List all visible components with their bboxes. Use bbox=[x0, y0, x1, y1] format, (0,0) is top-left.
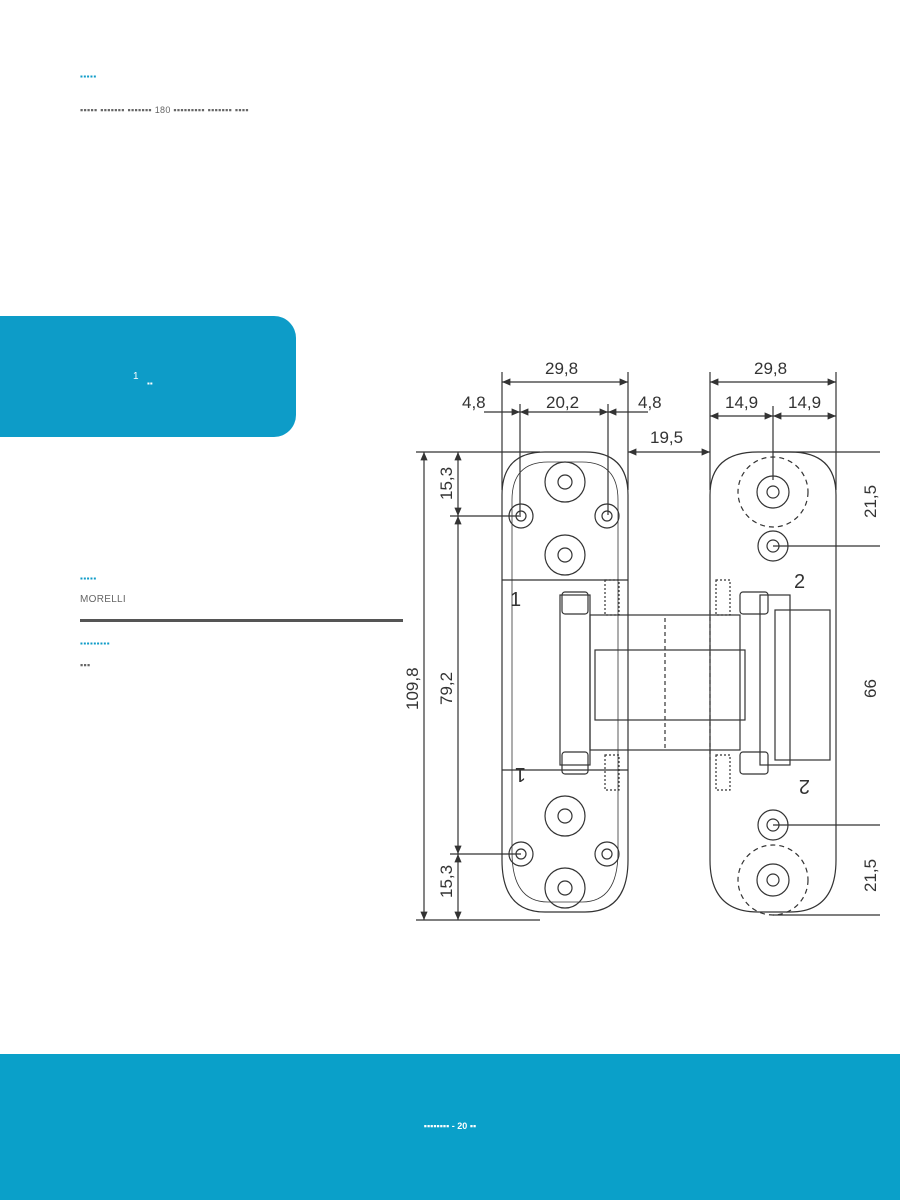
screw-icon bbox=[544, 461, 586, 503]
marker-left-bottom: 1 bbox=[515, 763, 526, 785]
marker-right-top: 2 bbox=[794, 571, 805, 593]
footer-text: ▪▪▪▪▪▪▪▪ - 20 ▪▪ bbox=[423, 1121, 477, 1131]
divider bbox=[80, 619, 403, 622]
screw-icon bbox=[594, 841, 620, 867]
top-heading: ▪▪▪▪▪ bbox=[80, 72, 97, 81]
dim-inner-height: 79,2 bbox=[437, 672, 456, 705]
dim-top-width-left: 29,8 bbox=[545, 359, 578, 378]
dim-right-top: 21,5 bbox=[861, 485, 880, 518]
top-description: ▪▪▪▪▪ ▪▪▪▪▪▪▪ ▪▪▪▪▪▪▪ 180 ▪▪▪▪▪▪▪▪▪ ▪▪▪▪… bbox=[80, 105, 249, 115]
screw-icon bbox=[756, 475, 790, 509]
dim-right-offset: 4,8 bbox=[638, 393, 662, 412]
dim-right-half-a: 14,9 bbox=[725, 393, 758, 412]
count-badge: 1 ▪▪ bbox=[0, 316, 296, 437]
dim-right-middle: 66 bbox=[861, 679, 880, 698]
right-hinge-outline bbox=[709, 451, 837, 913]
dim-bottom-segment: 15,3 bbox=[437, 865, 456, 898]
badge-unit: ▪▪ bbox=[147, 379, 153, 388]
badge-number: 1 bbox=[133, 371, 139, 382]
brand-label: ▪▪▪▪▪ bbox=[80, 574, 97, 583]
screw-icon bbox=[544, 795, 586, 837]
dim-top-width-right: 29,8 bbox=[754, 359, 787, 378]
screw-icon bbox=[594, 503, 620, 529]
dim-top-segment: 15,3 bbox=[437, 467, 456, 500]
screw-icon bbox=[756, 863, 790, 897]
marker-left-top: 1 bbox=[510, 589, 521, 611]
country-label: ▪▪▪▪▪▪▪▪▪ bbox=[80, 639, 111, 648]
dim-right-half-b: 14,9 bbox=[788, 393, 821, 412]
hinge-technical-drawing: 29,8 29,8 4,8 20,2 4,8 14,9 14,9 19,5 10… bbox=[403, 359, 880, 921]
left-hinge-outline bbox=[501, 451, 629, 913]
dim-gap: 19,5 bbox=[650, 428, 683, 447]
screw-icon bbox=[544, 534, 586, 576]
footer-bar: ▪▪▪▪▪▪▪▪ - 20 ▪▪ bbox=[0, 1054, 900, 1200]
dim-total-height: 109,8 bbox=[403, 667, 422, 710]
dim-right-bottom: 21,5 bbox=[861, 859, 880, 892]
country-value: ▪▪▪ bbox=[80, 660, 91, 670]
brand-value: MORELLI bbox=[80, 594, 127, 605]
screw-icon bbox=[544, 867, 586, 909]
marker-right-bottom: 2 bbox=[799, 775, 810, 797]
dim-center-width: 20,2 bbox=[546, 393, 579, 412]
dim-left-offset: 4,8 bbox=[462, 393, 486, 412]
